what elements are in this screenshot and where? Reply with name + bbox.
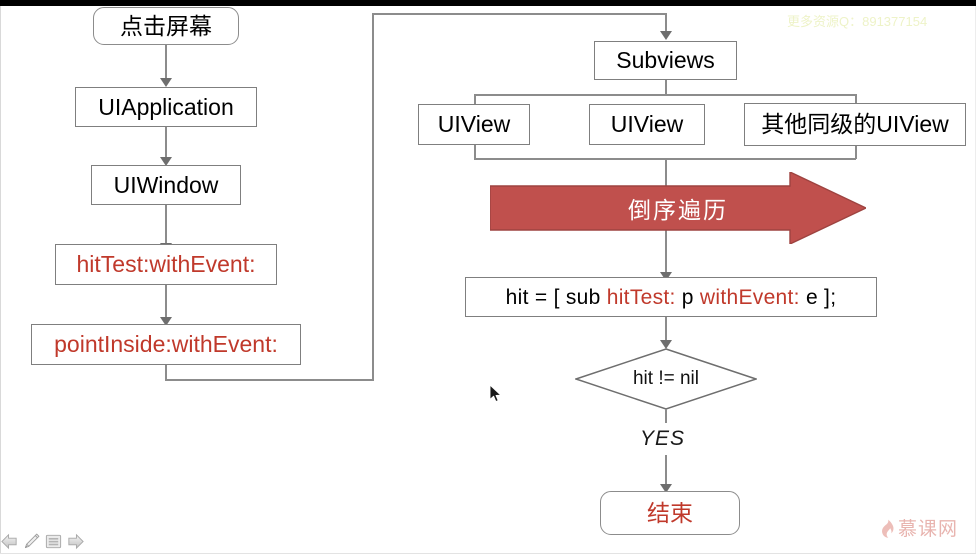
- arrowhead-code: [660, 272, 672, 281]
- node-subviews-label: Subviews: [616, 47, 715, 73]
- node-uiapplication-label: UIApplication: [98, 93, 234, 120]
- node-uiwindow-label: UIWindow: [113, 171, 219, 198]
- connector-decision-down-2: [665, 455, 667, 488]
- connector-branch-left-up: [474, 145, 476, 159]
- connector-decision-down-1: [665, 409, 667, 423]
- node-end: 结束: [600, 491, 740, 535]
- left-arrow-icon[interactable]: [0, 532, 19, 551]
- node-hittest-label: hitTest:withEvent:: [76, 251, 256, 277]
- top-black-bar: [0, 0, 976, 6]
- connector-pointinside-right: [165, 379, 374, 381]
- reverse-traversal-banner: 倒序遍历: [490, 172, 866, 244]
- decision-label: hit != nil: [632, 368, 699, 389]
- connector-uiapplication-to-uiwindow: [165, 127, 167, 161]
- code-part-2: p: [675, 285, 700, 309]
- arrowhead-end: [660, 484, 672, 493]
- node-uiview-2: UIView: [589, 104, 705, 145]
- arrowhead-decision: [660, 340, 672, 349]
- list-icon[interactable]: [44, 532, 63, 551]
- node-hit-assignment: hit = [ sub hitTest: p withEvent: e ];: [465, 277, 877, 317]
- code-part-4: e ];: [799, 285, 837, 309]
- connector-subviews-bus-top: [474, 94, 856, 96]
- brand-name: 慕课网: [898, 518, 959, 540]
- arrowhead-uiapplication: [160, 78, 172, 87]
- connector-start-to-uiapplication: [165, 45, 167, 82]
- node-uiview-1: UIView: [418, 104, 530, 145]
- right-arrow-icon[interactable]: [66, 532, 85, 551]
- node-end-label: 结束: [647, 499, 693, 526]
- connector-pointinside-down: [165, 365, 167, 380]
- node-uiview-2-label: UIView: [610, 111, 684, 137]
- connector-branch-right-down: [855, 94, 857, 105]
- brand-logo: 慕课网: [880, 519, 958, 539]
- frame-left-edge: [0, 6, 1, 554]
- node-start-label: 点击屏幕: [120, 12, 212, 39]
- connector-subviews-down: [665, 80, 667, 95]
- node-uiwindow: UIWindow: [91, 165, 241, 205]
- connector-hittest-to-pointinside: [165, 285, 167, 321]
- arrowhead-uiwindow: [160, 157, 172, 166]
- watermark-text: 更多资源Q：891377154: [787, 14, 928, 29]
- node-uiview-other-label: 其他同级的UIView: [761, 111, 949, 137]
- connector-loop-top: [372, 13, 667, 15]
- flame-icon: [882, 519, 894, 538]
- code-part-3: withEvent:: [699, 285, 800, 309]
- connector-code-to-decision: [665, 317, 667, 344]
- connector-branch-right-up: [855, 146, 857, 159]
- node-uiview-1-label: UIView: [437, 111, 511, 137]
- annotation-toolbar[interactable]: [0, 530, 85, 552]
- node-uiapplication: UIApplication: [75, 87, 257, 127]
- pen-icon[interactable]: [22, 532, 41, 551]
- decision-branch-label-yes: YES: [640, 427, 686, 450]
- connector-uiwindow-to-hittest: [165, 205, 167, 247]
- connector-loop-into-subviews: [665, 13, 667, 35]
- node-hittest: hitTest:withEvent:: [55, 244, 277, 285]
- mouse-cursor: [489, 384, 502, 403]
- code-part-1: hitTest:: [606, 285, 676, 309]
- node-uiview-other: 其他同级的UIView: [744, 103, 966, 146]
- connector-loop-vertical: [372, 13, 374, 380]
- code-part-0: hit = [ sub: [505, 285, 607, 309]
- node-subviews: Subviews: [594, 41, 737, 80]
- connector-branch-left-down: [474, 94, 476, 105]
- arrowhead-subviews: [660, 31, 672, 40]
- node-decision-hit-not-nil: hit != nil: [575, 348, 757, 410]
- arrowhead-pointinside: [160, 317, 172, 326]
- node-start: 点击屏幕: [93, 7, 239, 45]
- node-pointinside-label: pointInside:withEvent:: [54, 331, 278, 357]
- node-pointinside: pointInside:withEvent:: [31, 324, 301, 365]
